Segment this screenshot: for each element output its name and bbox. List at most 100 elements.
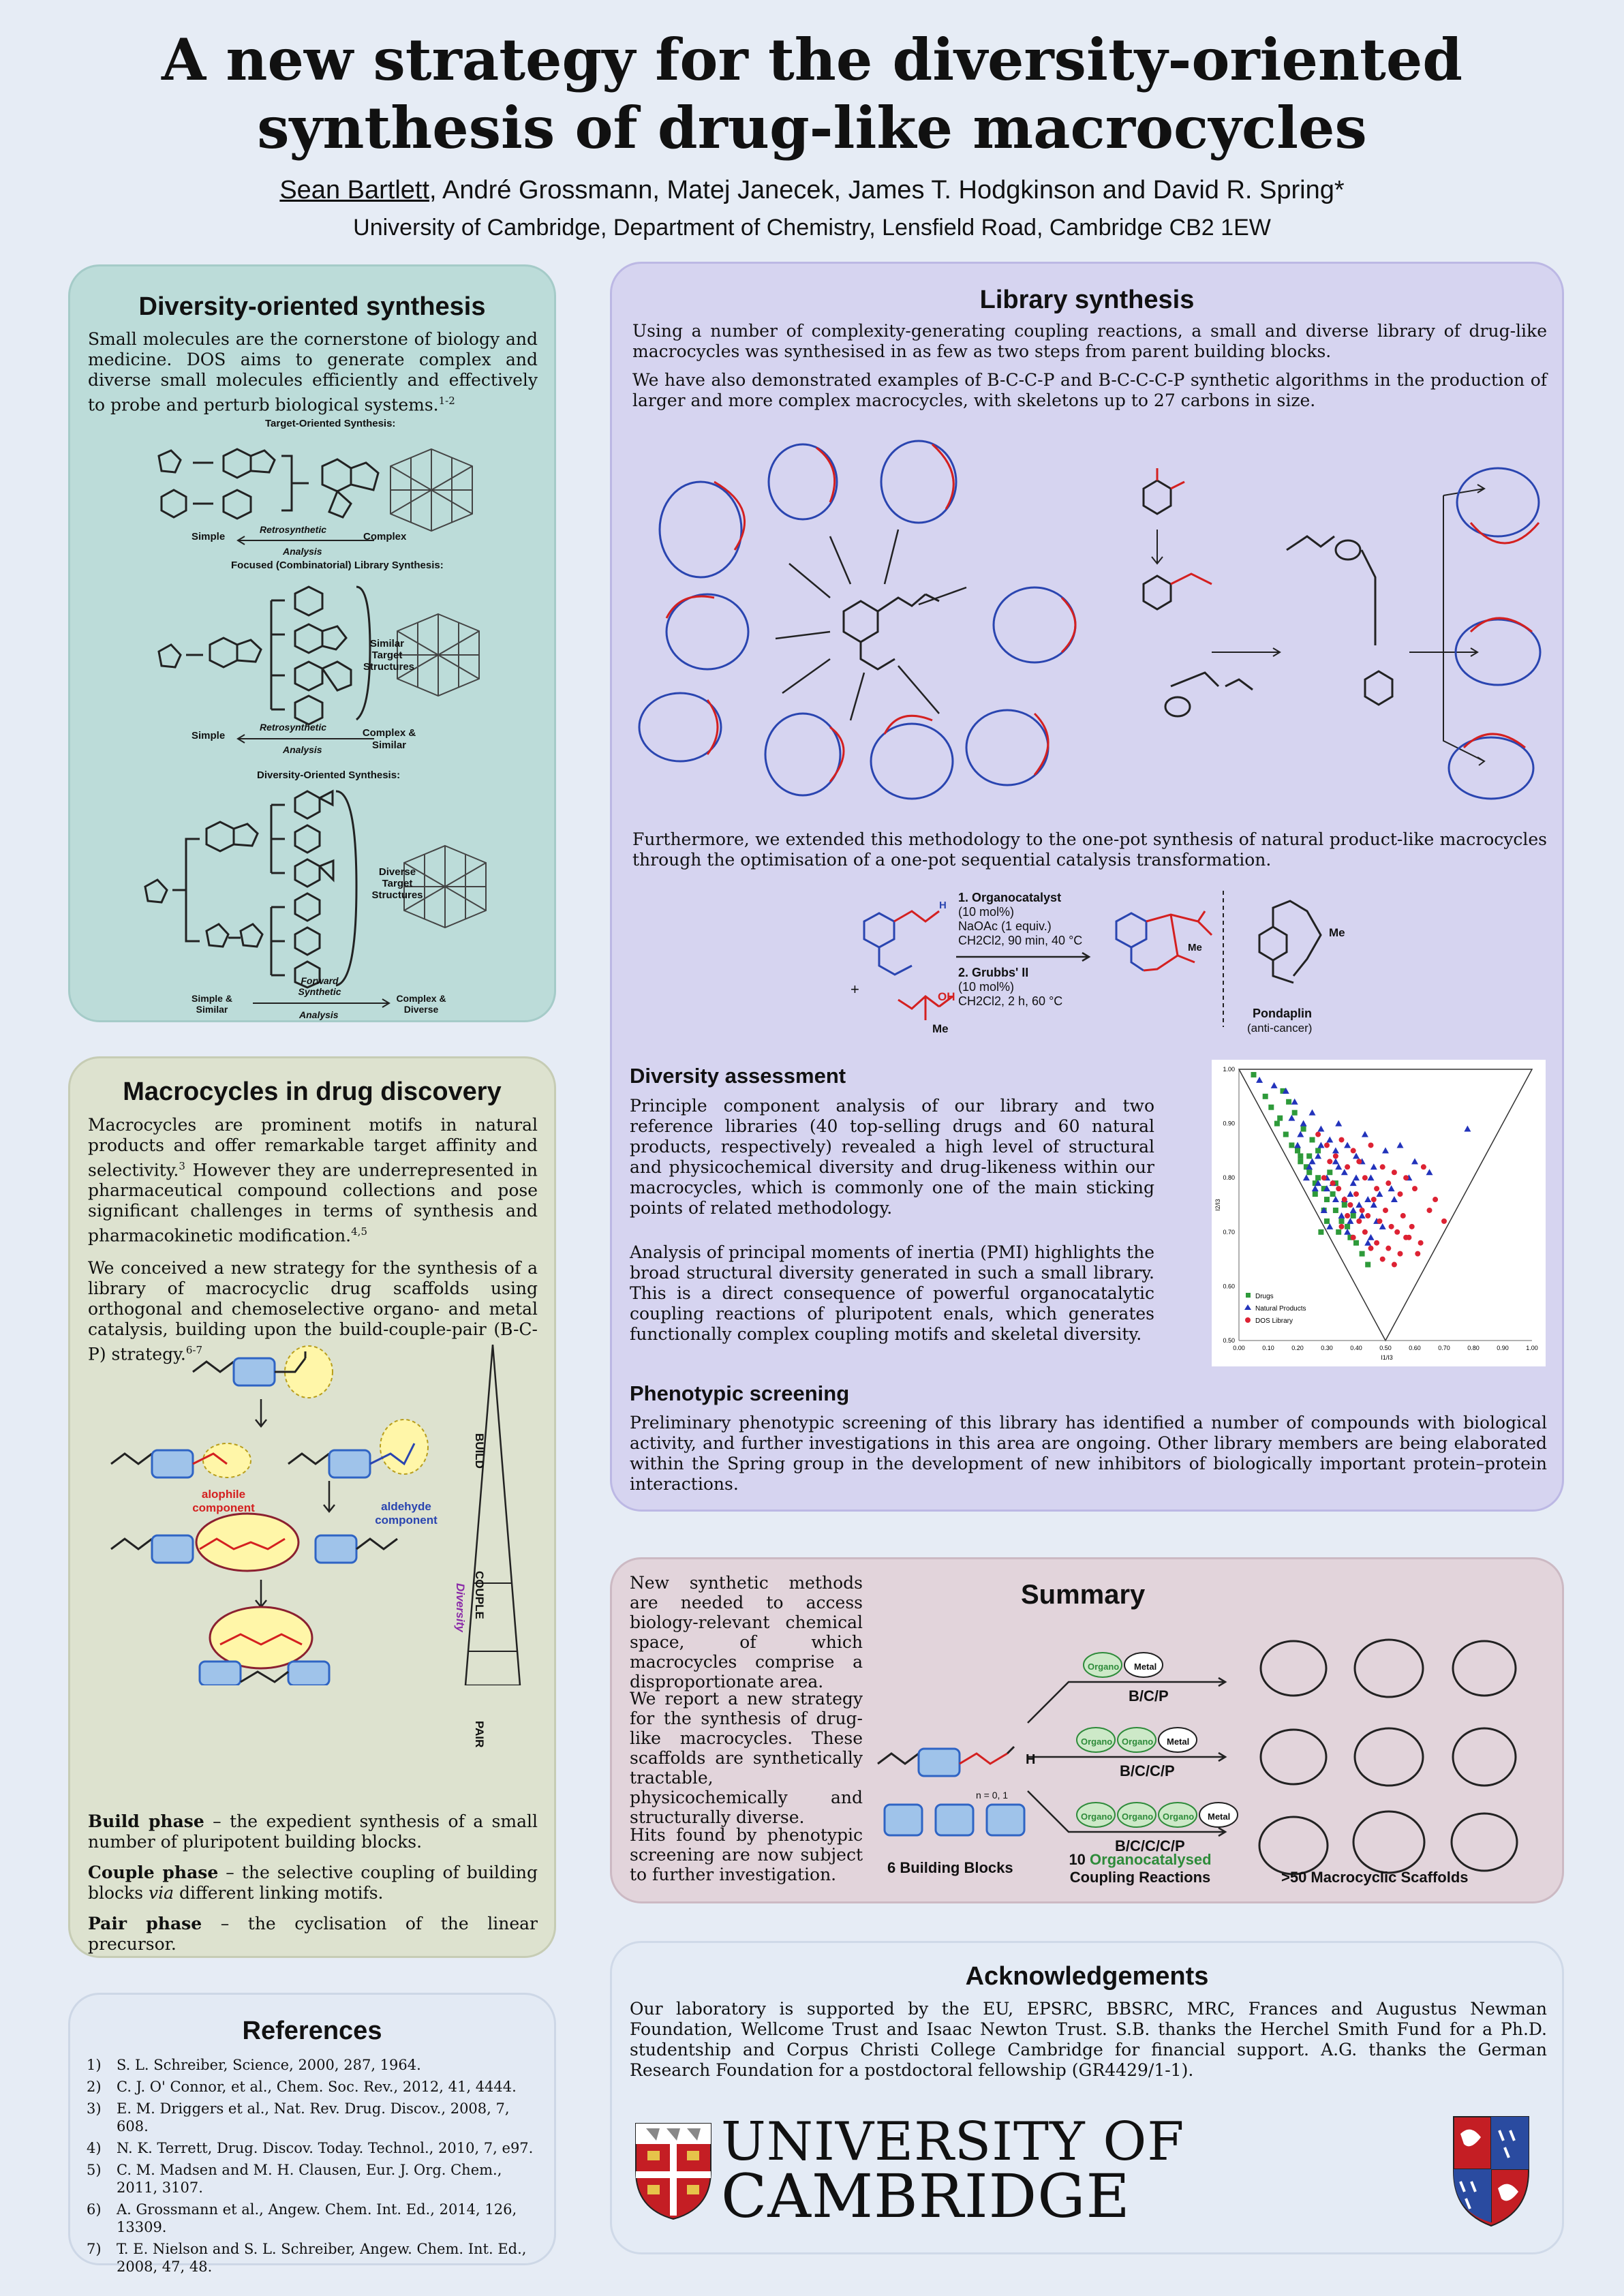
natural-product-point bbox=[1344, 1142, 1351, 1148]
pondaplin-sub: (anti-cancer) bbox=[1247, 1022, 1313, 1035]
pondaplin-label: Pondaplin bbox=[1253, 1007, 1312, 1020]
focused-retro: Retrosynthetic bbox=[260, 722, 327, 733]
build-phase: Build phase – the expedient synthesis of… bbox=[88, 1811, 538, 1852]
dos-text-ref: 1-2 bbox=[438, 395, 455, 407]
organo-3c: Organo bbox=[1163, 1811, 1195, 1822]
dos-title: Diversity-oriented synthesis bbox=[138, 292, 486, 321]
natural-product-point bbox=[1294, 1142, 1301, 1148]
dos-library-point bbox=[1362, 1229, 1368, 1235]
summary-scheme bbox=[877, 1638, 1518, 1876]
natural-product-point bbox=[1323, 1185, 1330, 1192]
dos-library-point bbox=[1338, 1223, 1345, 1229]
natural-product-point bbox=[1349, 1206, 1357, 1213]
dos-library-point bbox=[1388, 1223, 1394, 1229]
onepot-conditions: 1. Organocatalyst (10 mol%) NaOAc (1 equ… bbox=[958, 891, 1082, 948]
drug-point bbox=[1353, 1240, 1359, 1246]
cond1-solvent: CH2Cl2, 90 min, 40 °C bbox=[958, 934, 1083, 947]
y-tick-label: 0.60 bbox=[1223, 1283, 1235, 1289]
natural-product-point bbox=[1326, 1223, 1334, 1229]
macro-title: Macrocycles in drug discovery bbox=[123, 1077, 502, 1106]
dos-library-point bbox=[1379, 1256, 1385, 1262]
couple-phase: Couple phase – the selective coupling of… bbox=[88, 1863, 538, 1903]
natural-product-point bbox=[1315, 1180, 1322, 1187]
tos-label: Target-Oriented Synthesis: bbox=[265, 418, 396, 429]
dos-library-point bbox=[1403, 1234, 1409, 1240]
natural-product-point bbox=[1426, 1169, 1433, 1176]
tos-scheme bbox=[157, 448, 473, 532]
macro-p2-text: We conceived a new strategy for the synt… bbox=[88, 1258, 538, 1364]
pair-phase-b: Pair phase bbox=[88, 1914, 202, 1933]
reference-list: 1)S. L. Schreiber, Science, 2000, 287, 1… bbox=[87, 2056, 536, 2280]
dos-library-point bbox=[1365, 1212, 1371, 1219]
natural-product-point bbox=[1306, 1163, 1313, 1170]
drug-point bbox=[1274, 1120, 1280, 1127]
summary-p3: Hits found by phenotypic screening are n… bbox=[630, 1825, 863, 1884]
library-panel: Library synthesis Using a number of comp… bbox=[610, 262, 1564, 1512]
drug-point bbox=[1350, 1212, 1356, 1219]
bccp-label: B/C/C/P bbox=[1120, 1762, 1175, 1779]
diversity-p1: Principle component analysis of our libr… bbox=[630, 1096, 1154, 1218]
natural-product-point bbox=[1364, 1196, 1372, 1203]
reference-item: 6)A. Grossmann et al., Angew. Chem. Int.… bbox=[87, 2201, 536, 2236]
natural-product-point bbox=[1326, 1136, 1334, 1143]
tos-analysis: Analysis bbox=[283, 546, 322, 557]
dos-library-point bbox=[1350, 1148, 1356, 1154]
dos-library-point bbox=[1330, 1180, 1336, 1187]
x-tick-label: 0.50 bbox=[1379, 1345, 1392, 1351]
dos-library-point bbox=[1391, 1169, 1397, 1176]
dos-library-point bbox=[1385, 1245, 1392, 1251]
drug-point bbox=[1332, 1180, 1338, 1187]
drug-point bbox=[1251, 1071, 1257, 1077]
drug-point bbox=[1315, 1148, 1321, 1154]
natural-product-point bbox=[1382, 1147, 1389, 1154]
n-label: n = 0, 1 bbox=[976, 1790, 1009, 1801]
cambridge-shield-icon bbox=[635, 2123, 711, 2220]
macro-p1: Macrocycles are prominent motifs in natu… bbox=[88, 1115, 538, 1246]
dos-library-point bbox=[1315, 1131, 1321, 1137]
x-tick-label: 0.20 bbox=[1291, 1345, 1304, 1351]
couple-phase-via: via bbox=[148, 1883, 174, 1903]
macro-panel: Macrocycles in drug discovery Macrocycle… bbox=[68, 1056, 556, 1958]
library-p3: Furthermore, we extended this methodolog… bbox=[632, 829, 1547, 870]
drug-point bbox=[1268, 1104, 1274, 1110]
reference-item: 7)T. E. Nielson and S. L. Schreiber, Ang… bbox=[87, 2240, 536, 2276]
cond1-base: NaOAc (1 equiv.) bbox=[958, 919, 1052, 933]
dos-library-point bbox=[1418, 1240, 1424, 1246]
dos-library-point bbox=[1415, 1251, 1421, 1257]
build-label: BUILD bbox=[473, 1433, 486, 1469]
dos-library-point bbox=[1338, 1137, 1345, 1143]
reference-number: 5) bbox=[87, 2162, 102, 2178]
dos-library-point bbox=[1397, 1191, 1403, 1197]
natural-product-point bbox=[1361, 1131, 1368, 1137]
dos-scheme bbox=[144, 789, 487, 989]
x-tick-label: 0.30 bbox=[1321, 1345, 1333, 1351]
dos-library-point bbox=[1368, 1245, 1374, 1251]
natural-product-point bbox=[1332, 1196, 1339, 1203]
dos-library-point bbox=[1347, 1202, 1353, 1208]
library-p1: Using a number of complexity-generating … bbox=[632, 321, 1547, 361]
dos-library-point bbox=[1321, 1175, 1327, 1181]
pmi-triangle bbox=[1238, 1069, 1533, 1342]
dos-library-point bbox=[1379, 1164, 1385, 1170]
ack-panel: Acknowledgements Our laboratory is suppo… bbox=[610, 1941, 1564, 2254]
reference-item: 3)E. M. Driggers et al., Nat. Rev. Drug.… bbox=[87, 2100, 536, 2135]
phenotypic-title: Phenotypic screening bbox=[630, 1381, 850, 1405]
drug-point bbox=[1298, 1159, 1304, 1165]
macro-p1-a: Macrocycles are prominent motifs in natu… bbox=[88, 1115, 538, 1180]
drug-point bbox=[1345, 1223, 1351, 1229]
product-me: Me bbox=[1188, 942, 1202, 953]
aldehyde-label: aldehyde component bbox=[375, 1500, 438, 1527]
drug-point bbox=[1324, 1218, 1330, 1224]
reference-item: 2)C. J. O' Connor, et al., Chem. Soc. Re… bbox=[87, 2078, 536, 2096]
ack-text: Our laboratory is supported by the EU, E… bbox=[630, 1999, 1547, 2080]
dos-library-point bbox=[1370, 1197, 1377, 1203]
cond2-title: 2. Grubbs' II bbox=[958, 966, 1029, 979]
drug-point bbox=[1280, 1088, 1286, 1094]
drug-point bbox=[1291, 1109, 1298, 1116]
drug-point bbox=[1315, 1175, 1321, 1181]
metal-2: Metal bbox=[1167, 1736, 1190, 1747]
natural-product-point bbox=[1282, 1087, 1289, 1094]
x-tick-label: 1.00 bbox=[1526, 1345, 1538, 1351]
library-title: Library synthesis bbox=[979, 286, 1195, 314]
